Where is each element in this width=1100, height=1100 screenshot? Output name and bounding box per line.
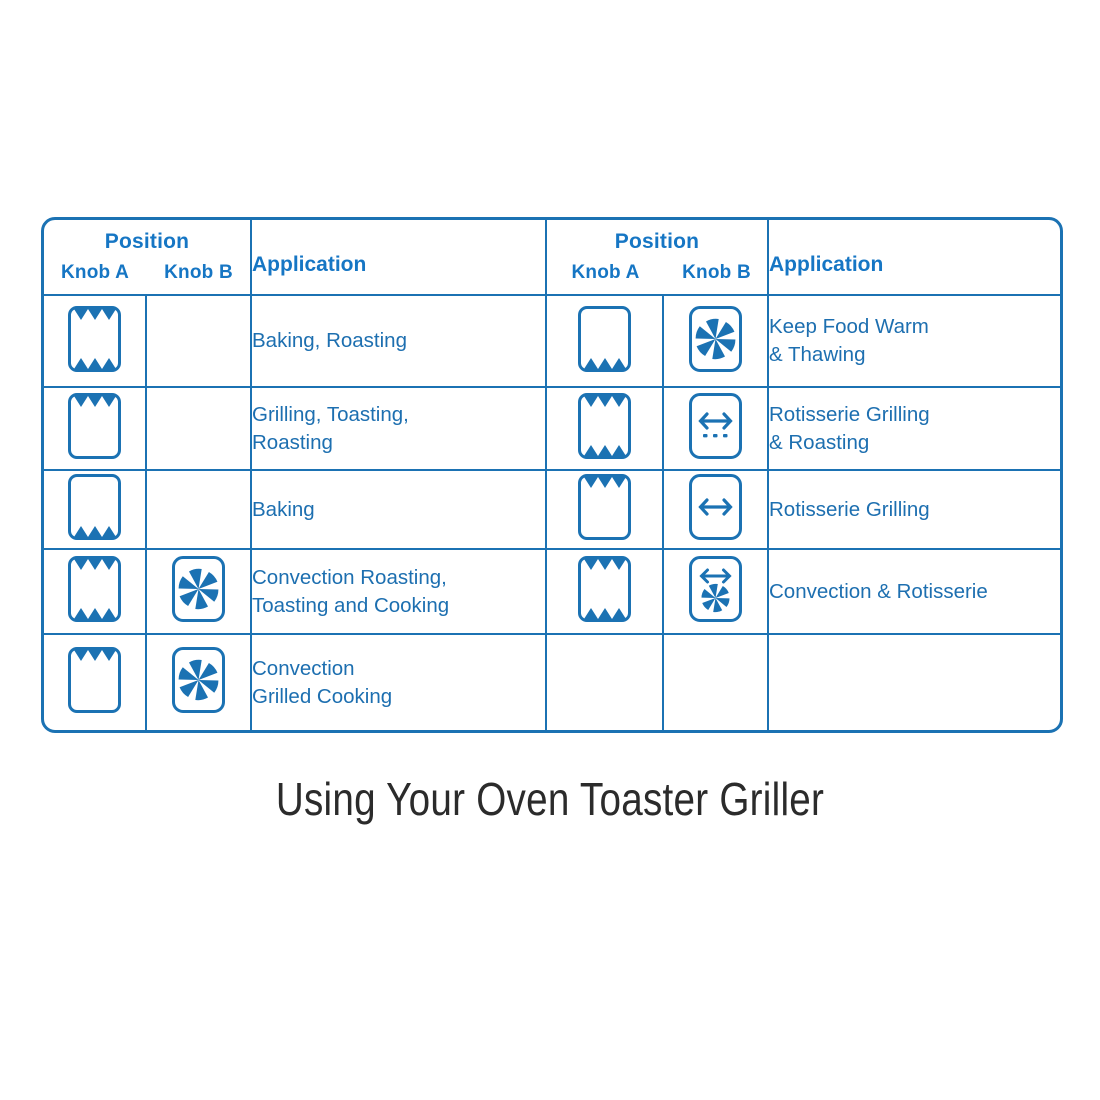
header-position-label-right: Position <box>614 230 700 253</box>
cell-knob-b-left-2 <box>145 386 252 471</box>
cell-application-left-3: Baking <box>250 469 547 550</box>
cell-knob-b-left-4 <box>145 548 252 635</box>
convection-fan-icon <box>689 305 742 372</box>
header-application-left: Application <box>250 220 547 296</box>
cell-knob-a-right-3 <box>545 469 664 550</box>
header-position-label-left: Position <box>104 230 190 253</box>
cell-knob-a-right-5 <box>545 633 664 730</box>
table-row: Grilling, Toasting, Roasting <box>44 386 1060 471</box>
top-heat-triangles <box>73 308 116 320</box>
application-line-1: Baking, Roasting <box>252 329 407 353</box>
header-application-right: Application <box>767 220 1060 296</box>
cell-knob-b-right-1 <box>662 294 769 388</box>
header-knob-b-left: Knob B <box>164 262 233 283</box>
rotisserie-with-heat-icon <box>689 393 742 459</box>
cell-knob-a-right-1 <box>545 294 664 388</box>
application-line-2: Toasting and Cooking <box>252 593 450 617</box>
header-knob-b-right: Knob B <box>682 262 751 283</box>
oven-top-heat-icon <box>68 647 121 713</box>
application-line-2: Grilled Cooking <box>252 684 393 708</box>
cell-knob-a-right-4 <box>545 548 664 635</box>
application-line-1: Rotisserie Grilling <box>769 402 930 426</box>
cell-application-right-5 <box>767 633 1060 730</box>
bottom-heat-triangles <box>583 445 626 456</box>
cell-knob-a-left-2 <box>44 386 147 471</box>
oven-top-heat-icon <box>68 393 121 459</box>
top-heat-triangles <box>583 396 626 407</box>
table-row: Convection Grilled Cooking <box>44 633 1060 730</box>
application-line-1: Baking <box>252 497 315 521</box>
oven-top-and-bottom-heat-icon <box>68 305 121 372</box>
cell-application-left-2: Grilling, Toasting, Roasting <box>250 386 547 471</box>
oven-top-and-bottom-heat-icon <box>578 556 631 622</box>
convection-fan-icon <box>172 647 225 713</box>
rotisserie-icon <box>689 474 742 540</box>
cell-application-left-4: Convection Roasting, Toasting and Cookin… <box>250 548 547 635</box>
application-line-1: Convection Roasting, <box>252 565 447 589</box>
header-knob-a-right: Knob A <box>571 262 640 283</box>
cell-knob-a-right-2 <box>545 386 664 471</box>
header-knob-a-left: Knob A <box>60 262 130 283</box>
application-line-1: Convection & Rotisserie <box>769 579 988 603</box>
oven-function-table: Position Knob A Knob B Application Posit… <box>41 217 1063 733</box>
cell-application-right-2: Rotisserie Grilling & Roasting <box>767 386 1060 471</box>
header-application-label-left: Application <box>252 253 367 276</box>
application-line-2: Roasting <box>252 430 333 454</box>
bottom-heat-triangles <box>583 357 626 369</box>
table-row: Convection Roasting, Toasting and Cookin… <box>44 548 1060 635</box>
bottom-heat-triangles <box>583 608 626 619</box>
cell-knob-b-right-5 <box>662 633 769 730</box>
cell-knob-b-right-3 <box>662 469 769 550</box>
top-heat-triangles <box>583 477 626 488</box>
top-heat-triangles <box>583 559 626 570</box>
table-header-row: Position Knob A Knob B Application Posit… <box>44 220 1060 296</box>
cell-knob-b-left-1 <box>145 294 252 388</box>
cell-knob-a-left-3 <box>44 469 147 550</box>
cell-application-left-5: Convection Grilled Cooking <box>250 633 547 730</box>
cell-knob-a-left-4 <box>44 548 147 635</box>
application-line-1: Keep Food Warm <box>769 315 929 339</box>
application-line-1: Convection <box>252 656 355 680</box>
oven-top-heat-icon <box>578 474 631 540</box>
header-application-label-right: Application <box>769 253 884 276</box>
top-heat-triangles <box>73 559 116 570</box>
header-position-left: Position Knob A Knob B <box>44 220 252 296</box>
convection-fan-icon <box>172 556 225 622</box>
application-line-2: & Thawing <box>769 343 866 366</box>
header-position-right: Position Knob A Knob B <box>545 220 769 296</box>
cell-application-right-3: Rotisserie Grilling <box>767 469 1060 550</box>
cell-knob-a-left-5 <box>44 633 147 730</box>
top-heat-triangles <box>73 396 116 407</box>
oven-top-and-bottom-heat-icon <box>578 393 631 459</box>
application-line-1: Grilling, Toasting, <box>252 402 409 426</box>
application-line-1: Rotisserie Grilling <box>769 497 930 521</box>
rotisserie-convection-icon <box>689 556 742 622</box>
oven-bottom-heat-icon <box>68 474 121 540</box>
cell-knob-b-left-3 <box>145 469 252 550</box>
table-row: Baking <box>44 469 1060 550</box>
table-row: Baking, Roasting <box>44 294 1060 388</box>
bottom-heat-triangles <box>73 357 116 369</box>
cell-knob-b-right-2 <box>662 386 769 471</box>
cell-knob-b-left-5 <box>145 633 252 730</box>
application-line-2: & Roasting <box>769 430 870 454</box>
top-heat-triangles <box>73 650 116 661</box>
bottom-heat-triangles <box>73 526 116 537</box>
cell-application-left-1: Baking, Roasting <box>250 294 547 388</box>
oven-top-and-bottom-heat-icon <box>68 556 121 622</box>
cell-knob-a-left-1 <box>44 294 147 388</box>
cell-knob-b-right-4 <box>662 548 769 635</box>
page-title: Using Your Oven Toaster Griller <box>275 773 825 825</box>
cell-application-right-1: Keep Food Warm & Thawing <box>767 294 1060 388</box>
cell-application-right-4: Convection & Rotisserie <box>767 548 1060 635</box>
bottom-heat-triangles <box>73 608 116 619</box>
oven-bottom-heat-icon <box>578 305 631 372</box>
